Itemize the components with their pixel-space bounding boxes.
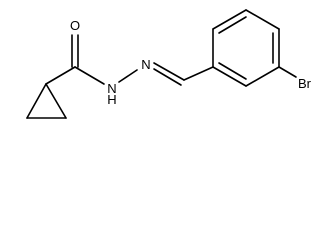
ring-bond-top-left bbox=[26, 83, 47, 119]
oxygen-label: O bbox=[70, 18, 80, 33]
ring-to-carbonyl-bond bbox=[45, 66, 76, 85]
imine-double-bond-b bbox=[153, 68, 182, 86]
bromine-label: Br bbox=[298, 76, 312, 91]
benzene-bond-5 bbox=[245, 66, 280, 87]
benzene-inner-double-3 bbox=[218, 62, 247, 80]
benzene-bond-6 bbox=[212, 66, 247, 87]
benzene-ring bbox=[212, 9, 280, 87]
amide-hydrogen-label: H bbox=[107, 92, 116, 107]
n-n-single-bond bbox=[118, 69, 138, 83]
carbonyl-to-amide-n-bond bbox=[74, 66, 105, 85]
imine-nitrogen-label: N bbox=[141, 57, 150, 72]
ring-bond-top-right bbox=[45, 83, 67, 119]
imine-double-bond-a bbox=[153, 62, 185, 81]
benzene-inner-double-1 bbox=[218, 16, 247, 34]
amide-nitrogen-label: N bbox=[107, 81, 116, 96]
cyclopropane-ring bbox=[26, 83, 67, 119]
vinyl-to-phenyl-bond bbox=[183, 66, 214, 81]
benzene-bond-3 bbox=[245, 9, 280, 30]
chemical-structure-diagram: O N H N Br bbox=[26, 9, 312, 119]
benzene-bond-2 bbox=[212, 9, 247, 30]
ring-to-bromine-bond bbox=[278, 66, 297, 78]
